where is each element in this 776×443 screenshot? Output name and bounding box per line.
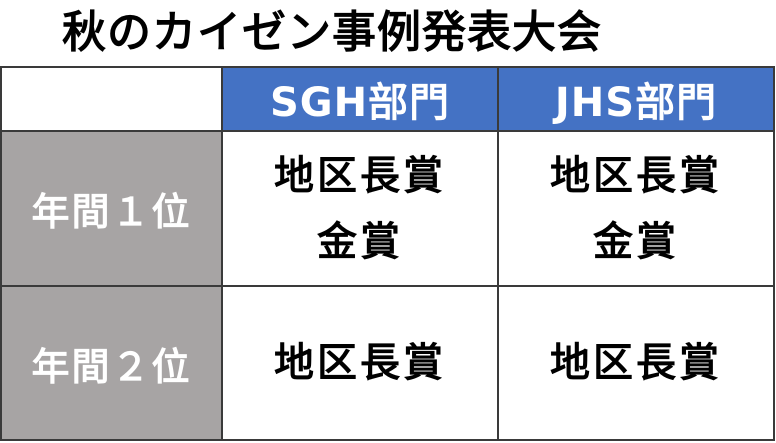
table-row: 年間２位 地区長賞 地区長賞 <box>0 285 775 441</box>
award-cell-sgh-rank-2: 地区長賞 <box>221 285 499 441</box>
award-text: 地区長賞 <box>274 340 446 386</box>
award-text: 地区長賞 <box>550 340 722 386</box>
award-cell-jhs-rank-2: 地区長賞 <box>497 285 775 441</box>
column-header-sgh: SGH部門 <box>221 66 499 132</box>
award-text: 金賞 <box>317 218 403 265</box>
column-header-jhs: JHS部門 <box>497 66 775 132</box>
award-text: 地区長賞 <box>550 152 722 199</box>
award-text: 金賞 <box>593 218 679 265</box>
row-header-rank-2: 年間２位 <box>0 285 223 441</box>
header-row: SGH部門 JHS部門 <box>0 66 775 132</box>
award-cell-sgh-rank-1: 地区長賞 金賞 <box>221 130 499 287</box>
table-row: 年間１位 地区長賞 金賞 地区長賞 金賞 <box>0 130 775 287</box>
award-cell-jhs-rank-1: 地区長賞 金賞 <box>497 130 775 287</box>
award-text: 地区長賞 <box>274 152 446 199</box>
award-table: SGH部門 JHS部門 年間１位 地区長賞 金賞 地区長賞 金賞 年間２位 地区… <box>0 66 775 441</box>
corner-cell <box>0 66 223 132</box>
row-header-rank-1: 年間１位 <box>0 130 223 287</box>
page-title: 秋のカイゼン事例発表大会 <box>62 7 602 58</box>
